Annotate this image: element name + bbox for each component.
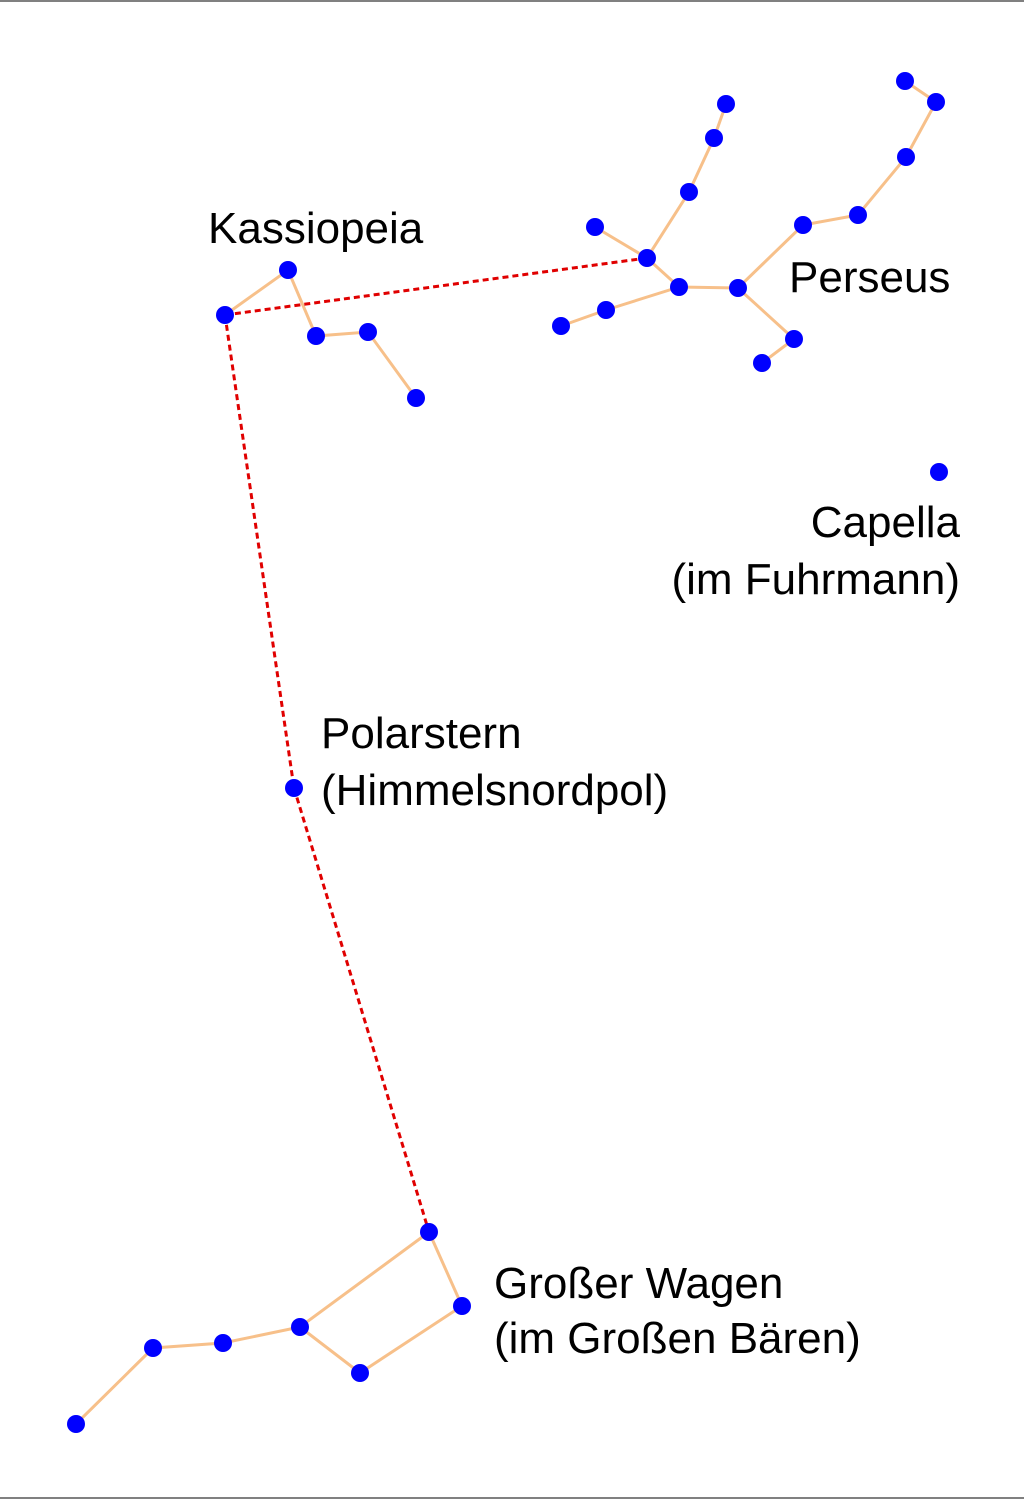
star (552, 317, 570, 335)
big-dipper-label-line1: Großer Wagen (494, 1259, 784, 1308)
capella-label-line2: (im Fuhrmann) (671, 555, 961, 604)
star (670, 278, 688, 296)
big-dipper-label: Großer Wagen (im Großen Bären) (494, 1258, 861, 1365)
big-dipper-label-line2: (im Großen Bären) (494, 1314, 861, 1363)
star (705, 129, 723, 147)
star (144, 1339, 162, 1357)
star (753, 354, 771, 372)
star (794, 216, 812, 234)
polarstern-label: Polarstern (Himmelsnordpol) (321, 708, 668, 817)
star (785, 330, 803, 348)
star (849, 206, 867, 224)
polarstern-label-line1: Polarstern (321, 709, 522, 758)
perseus-stars (552, 72, 945, 372)
star (896, 72, 914, 90)
kassiopeia-label: Kassiopeia (208, 204, 424, 253)
star (897, 148, 915, 166)
star (717, 95, 735, 113)
star (586, 218, 604, 236)
perseus-label: Perseus (789, 253, 951, 302)
star (291, 1318, 309, 1336)
guide-lines (223, 256, 648, 1233)
star (597, 301, 615, 319)
polarstern-label-line2: (Himmelsnordpol) (321, 766, 669, 815)
star (729, 279, 747, 297)
big-dipper-stars (67, 1223, 471, 1433)
polarstern-star (285, 779, 303, 797)
big-dipper-lines (74, 1229, 464, 1426)
star (216, 306, 234, 324)
star (453, 1297, 471, 1315)
star (359, 323, 377, 341)
star (67, 1415, 85, 1433)
capella-label: Capella (im Fuhrmann) (672, 497, 961, 606)
guide-line-polarstern-wagen (292, 787, 431, 1233)
kassiopeia-stars (216, 261, 425, 407)
star (407, 389, 425, 407)
guide-line-kassiopeia-polarstern (223, 314, 296, 789)
star (420, 1223, 438, 1241)
guide-line-kassiopeia-perseus (224, 256, 648, 317)
star (638, 249, 656, 267)
star (927, 93, 945, 111)
star (680, 183, 698, 201)
capella-star (930, 463, 948, 481)
star (307, 327, 325, 345)
capella-label-line1: Capella (810, 498, 960, 547)
star (351, 1364, 369, 1382)
star (214, 1334, 232, 1352)
perseus-lines (560, 79, 938, 365)
star (279, 261, 297, 279)
